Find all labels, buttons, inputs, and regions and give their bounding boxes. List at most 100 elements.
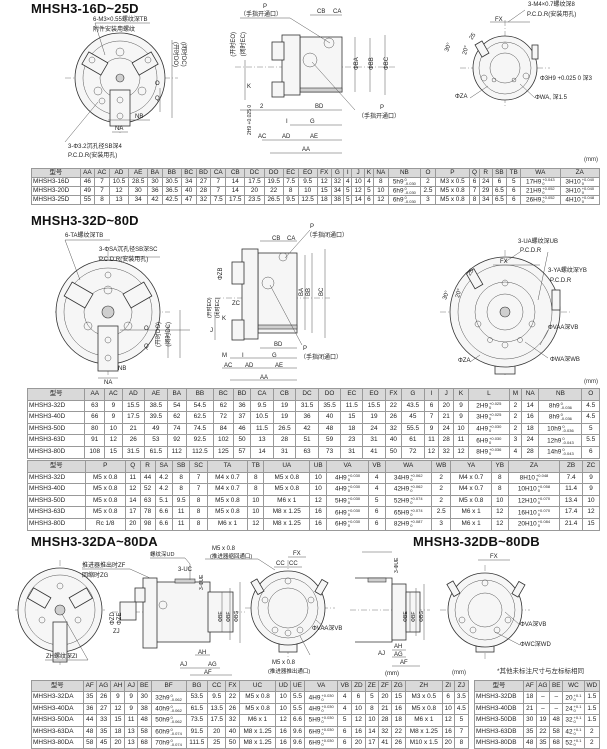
lower-tolerance: 0 — [537, 523, 540, 529]
column-header: EC — [282, 168, 299, 178]
table-cell: 15 — [340, 411, 364, 424]
table-cell: 4.5 — [581, 399, 600, 413]
lower-tolerance: 0 — [321, 707, 324, 713]
table-cell: 53.5 — [185, 691, 209, 704]
dimension-label: BD — [274, 342, 283, 348]
table-cell: 62 — [212, 399, 234, 413]
table-cell: 7 — [210, 176, 227, 188]
tolerance: 0-0.062 — [171, 704, 182, 713]
table-cell: 8 — [364, 702, 379, 716]
column-header: AF — [82, 679, 97, 693]
table-cell: 11.4 — [559, 483, 583, 496]
table-cell: M3 x 0.5 — [404, 691, 443, 704]
lower-tolerance: 0 — [321, 742, 324, 748]
upper-tolerance: +0.084 — [537, 519, 551, 525]
table-cell: 10 — [441, 702, 455, 716]
column-header: DC — [244, 168, 265, 178]
section-title-32db-80db: MHSH3-32DB~80DB — [413, 534, 540, 549]
table-cell: 2.5 — [430, 506, 452, 519]
table-cell: 32 — [384, 422, 403, 436]
table-cell: 5.1 — [154, 494, 173, 508]
callout-label: ΦWA深WB — [550, 355, 580, 363]
upper-tolerance: +0.070 — [537, 507, 551, 513]
upper-tolerance: +0.030 — [347, 496, 361, 502]
table-cell: 27 — [195, 176, 212, 188]
table-cell: 78 — [139, 506, 156, 519]
table-cell: 28 — [272, 434, 297, 447]
table-cell: 12 — [110, 702, 126, 716]
table-cell: 35 — [522, 725, 537, 738]
table-cell: 6 — [441, 691, 455, 704]
table-cell: 9.5 — [207, 691, 227, 704]
table-cell: 48 — [317, 422, 342, 436]
table-cell: 61.5 — [185, 702, 209, 716]
lower-tolerance: -0.074 — [170, 730, 182, 736]
upper-tolerance: +0.074 — [410, 507, 423, 513]
nominal-value: 8H9 — [476, 448, 489, 456]
upper-tolerance: +0.1 — [573, 715, 582, 721]
table-cell: 30 — [136, 691, 152, 704]
table-cell: 15 — [316, 186, 332, 197]
table-cell: 17.5 — [207, 714, 227, 727]
table-cell: 16 — [441, 725, 455, 738]
table-cell: 12 — [275, 714, 291, 727]
lower-tolerance: 0 — [410, 476, 413, 482]
column-header: SB — [171, 460, 191, 473]
model-cell: MHSH3-40D — [26, 411, 86, 424]
dimension-label: CB — [317, 9, 325, 15]
dimension-label: ΦBA — [354, 57, 360, 70]
nominal-value: 3H10 — [565, 178, 581, 186]
nominal-value: 6H9 — [335, 520, 347, 528]
table-cell: 9.5 — [250, 399, 274, 413]
table-cell: 48 — [82, 725, 97, 738]
table-cell: 63 — [295, 445, 319, 459]
dimension-label: NB — [118, 366, 126, 372]
column-header: BF — [150, 679, 187, 693]
upper-tolerance: +0.1 — [573, 692, 582, 698]
table-cell: M6 x 1 — [263, 494, 311, 508]
table-cell: 44 — [82, 714, 97, 727]
lower-tolerance: 0 — [581, 181, 584, 186]
column-header: NA — [372, 168, 389, 178]
table-cell: 13.5 — [207, 702, 227, 716]
table-cell: 4 — [337, 702, 353, 716]
nominal-value: 6h9 — [392, 196, 404, 204]
table-cell: 17.5 — [225, 195, 246, 206]
table-cell: 35.5 — [317, 399, 342, 413]
table-cell: 73 — [317, 445, 342, 459]
dimension-label: J — [210, 328, 213, 334]
table-cell: 10 — [581, 494, 601, 508]
table-cell: 14 — [520, 399, 540, 413]
table-cell: 14 — [225, 186, 246, 197]
dimension-label: ΦZA — [458, 358, 470, 364]
column-header: ZA — [507, 460, 561, 473]
column-header: P — [84, 460, 126, 473]
model-cell: MHSH3-40DB — [474, 702, 524, 716]
table-cell: 31 — [362, 434, 386, 447]
table-cell: 6 — [506, 186, 522, 197]
table-cell: M5 x 0.8 — [238, 691, 277, 704]
table-cell: 68 — [549, 736, 564, 749]
table-cell: 54 — [166, 399, 187, 413]
table-cell: 68 — [136, 736, 152, 749]
tolerance: 0-0.043 — [562, 436, 574, 445]
lower-tolerance: -0.043 — [562, 439, 574, 445]
table-cell: 28 — [520, 445, 540, 459]
